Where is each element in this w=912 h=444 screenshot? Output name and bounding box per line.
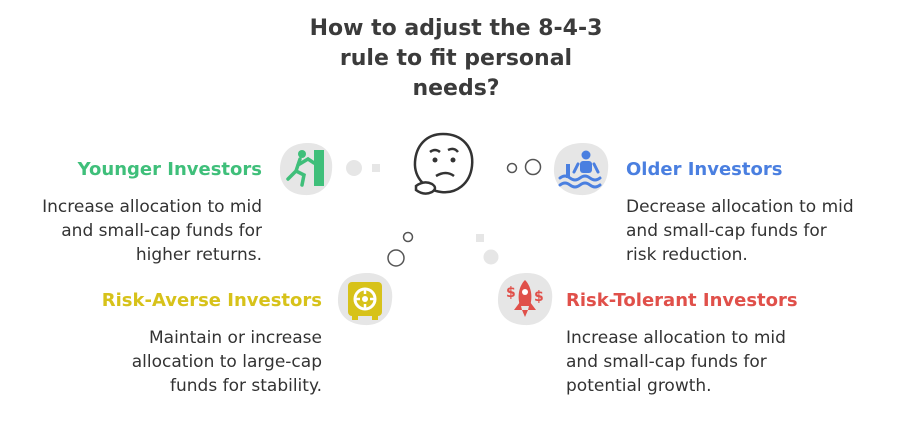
text-risk-averse-investors: Maintain or increase allocation to large… [131, 328, 322, 396]
heading-risk-tolerant-investors: Risk-Tolerant Investors [566, 290, 798, 311]
diagram-title: How to adjust the 8-4-3 rule to fit pers… [309, 16, 603, 101]
text-risk-tolerant-investors: Increase allocation to mid and small-cap… [566, 328, 786, 396]
swimmer-icon [553, 142, 609, 196]
text-older-investors: Decrease allocation to mid and small-cap… [626, 197, 854, 265]
heading-risk-averse-investors: Risk-Averse Investors [101, 290, 322, 311]
heading-younger-investors: Younger Investors [77, 159, 262, 180]
climber-icon [279, 142, 333, 196]
thinking-face-icon [413, 132, 474, 195]
thought-dots [346, 158, 542, 267]
safe-vault-icon [337, 272, 393, 326]
svg-text:$: $ [506, 285, 516, 301]
svg-text:$: $ [534, 289, 544, 305]
heading-older-investors: Older Investors [626, 159, 783, 180]
rocket-money-icon: $ $ [497, 272, 553, 326]
text-younger-investors: Increase allocation to mid and small-cap… [42, 197, 262, 265]
